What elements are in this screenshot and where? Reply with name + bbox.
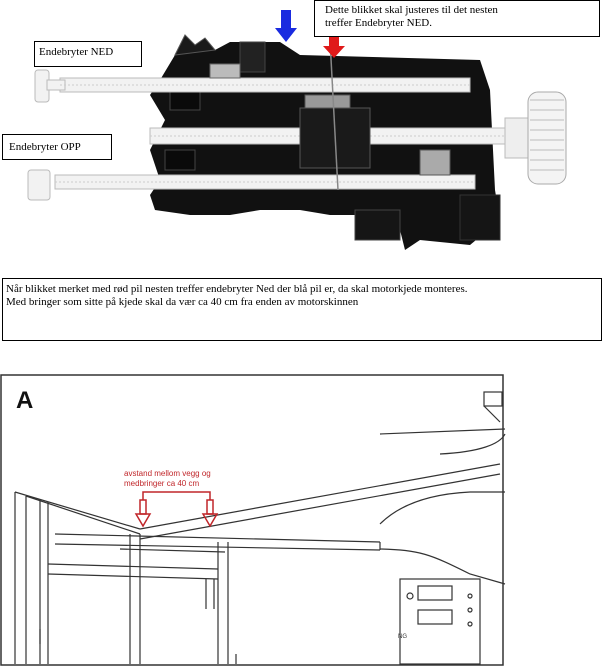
- red-arrow-icon: [323, 34, 345, 58]
- diagram-letter: A: [16, 387, 33, 414]
- right-red-arrow-icon: [201, 499, 219, 528]
- blue-arrow-icon: [275, 10, 297, 42]
- instruction-paragraph-2: Med bringer som sitte på kjede skal da v…: [6, 296, 359, 308]
- annotation-line-2: medbringer ca 40 cm: [124, 479, 199, 488]
- metal-brackets: [209, 39, 451, 191]
- diagram-lines: [14, 391, 506, 665]
- small-label: NG: [398, 634, 407, 640]
- callout-line-1: Dette blikket skal justeres til det nest…: [325, 4, 498, 16]
- distance-annotation: avstand mellom vegg og medbringer ca 40 …: [124, 469, 219, 528]
- label-endebryter-ned: Endebryter NED: [34, 41, 142, 67]
- label-endebryter-opp: Endebryter OPP: [2, 134, 112, 160]
- limit-switch-photo: [27, 10, 567, 250]
- gear: [504, 91, 567, 185]
- callout-adjust-note: Dette blikket skal justeres til det nest…: [314, 0, 600, 37]
- instruction-box: Når blikket merket med rød pil nesten tr…: [2, 278, 602, 341]
- annotation-line-1: avstand mellom vegg og: [124, 469, 211, 478]
- threaded-rods: [27, 69, 521, 201]
- installation-diagram: A: [0, 374, 506, 666]
- instruction-paragraph-1: Når blikket merket med rød pil nesten tr…: [6, 283, 468, 295]
- callout-line-2: treffer Endebryter NED.: [325, 17, 432, 29]
- left-red-arrow-icon: [134, 499, 152, 528]
